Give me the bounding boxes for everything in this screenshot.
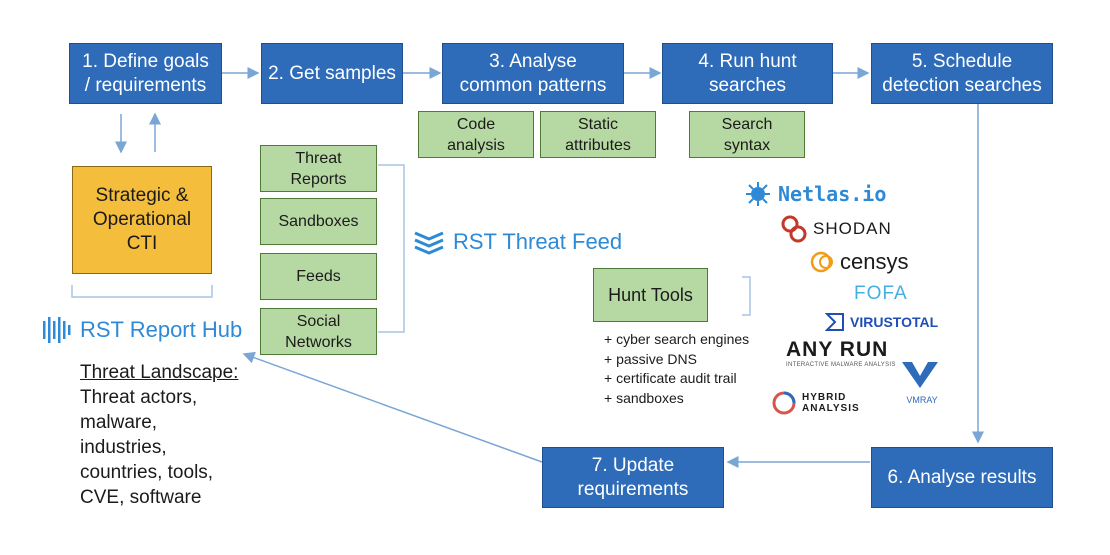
- step-6-analyse-results: 6. Analyse results: [871, 447, 1053, 508]
- hunt-tool-item: + sandboxes: [604, 389, 684, 406]
- step-3-analyse-patterns: 3. Analyse common patterns: [442, 43, 624, 104]
- threat-landscape-body: Threat actors, malware, industries, coun…: [80, 387, 214, 508]
- hunt-tools-list: + cyber search engines + passive DNS + c…: [604, 330, 774, 408]
- fofa-label: FOFA: [854, 283, 908, 304]
- code-analysis-box: Code analysis: [418, 111, 534, 158]
- step-4-run-hunt: 4. Run hunt searches: [662, 43, 833, 104]
- rst-report-hub-label: RST Report Hub: [80, 317, 243, 342]
- step-1-define-goals: 1. Define goals / requirements: [69, 43, 222, 104]
- censys-label: censys: [840, 249, 909, 274]
- bracket-cti-hub: [71, 285, 213, 298]
- rst-threat-feed-label: RST Threat Feed: [453, 229, 623, 254]
- vmray-logo: VMRAY: [900, 360, 944, 406]
- layers-icon: [414, 231, 444, 255]
- hybrid-analysis-icon: [772, 391, 796, 415]
- arrow-7-hub: [242, 351, 543, 463]
- hunt-tool-item: + passive DNS: [604, 350, 697, 367]
- netlas-icon: [746, 182, 770, 206]
- barcode-icon: [43, 317, 71, 343]
- netlas-logo: Netlas.io: [744, 180, 894, 208]
- hunt-tool-item: + certificate audit trail: [604, 370, 737, 386]
- netlas-label: Netlas.io: [778, 182, 887, 206]
- vmray-icon: [902, 362, 938, 388]
- threat-landscape: Threat Landscape: Threat actors, malware…: [80, 360, 280, 510]
- rst-threat-feed-brand: RST Threat Feed: [413, 227, 653, 257]
- anyrun-logo: ANY RUN INTERACTIVE MALWARE ANALYSIS: [786, 338, 896, 380]
- threat-reports-box: Threat Reports: [260, 145, 377, 192]
- hybrid-analysis-logo: HYBRID ANALYSIS: [771, 388, 891, 418]
- step-5-schedule-detection: 5. Schedule detection searches: [871, 43, 1053, 104]
- hybrid-analysis-label: HYBRID ANALYSIS: [802, 392, 860, 414]
- threat-landscape-title: Threat Landscape:: [80, 362, 239, 383]
- hunt-tool-item: + cyber search engines: [604, 331, 750, 347]
- step-2-get-samples: 2. Get samples: [261, 43, 403, 104]
- vmray-label: VMRAY: [906, 395, 938, 405]
- shodan-label: SHODAN: [813, 219, 892, 238]
- censys-logo: censys: [810, 249, 930, 275]
- strategic-operational-cti-box: Strategic & Operational CTI: [72, 166, 212, 274]
- shodan-logo: SHODAN: [779, 214, 899, 244]
- anyrun-label: ANY RUN: [786, 338, 889, 361]
- virustotal-label: VIRUSTOTAL: [850, 314, 939, 330]
- sandboxes-box: Sandboxes: [260, 198, 377, 245]
- anyrun-tagline: INTERACTIVE MALWARE ANALYSIS: [786, 362, 896, 368]
- fofa-logo: FOFA: [854, 282, 924, 306]
- search-syntax-box: Search syntax: [689, 111, 805, 158]
- censys-icon: [810, 251, 833, 273]
- rst-report-hub-brand: RST Report Hub: [42, 314, 252, 346]
- shodan-icon: [781, 215, 807, 243]
- feeds-box: Feeds: [260, 253, 377, 300]
- bracket-hunt: [742, 276, 751, 316]
- bracket-sources: [378, 164, 405, 333]
- social-networks-box: Social Networks: [260, 308, 377, 355]
- virustotal-icon: [825, 313, 844, 331]
- step-7-update-requirements: 7. Update requirements: [542, 447, 724, 508]
- virustotal-logo: VIRUSTOTAL: [825, 311, 945, 333]
- static-attributes-box: Static attributes: [540, 111, 656, 158]
- hunt-tools-box: Hunt Tools: [593, 268, 708, 322]
